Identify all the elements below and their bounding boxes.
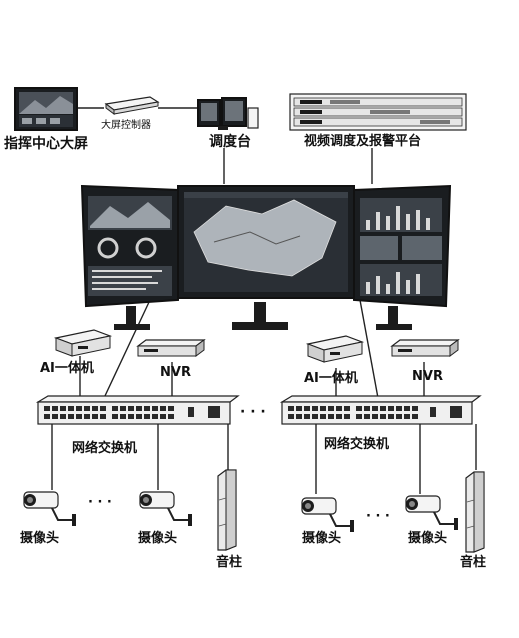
speaker-left-label: 音柱 (216, 554, 242, 570)
network-switch-left-label: 网络交换机 (72, 440, 137, 456)
camera-4-icon (405, 495, 458, 530)
speaker-column-left-icon (217, 469, 237, 551)
dispatch-desk-label: 调度台 (209, 133, 251, 150)
curved-monitor-wall (80, 184, 452, 330)
video-platform-label: 视频调度及报警平台 (304, 133, 421, 149)
ai-box-left-label: AI一体机 (40, 360, 94, 376)
video-platform-server-rack (289, 93, 467, 131)
network-switch-right-device (279, 395, 482, 425)
camera-ellipsis-right: · · · (366, 509, 390, 524)
ai-box-right-label: AI一体机 (304, 370, 358, 386)
camera-2-label: 摄像头 (138, 530, 177, 546)
network-switch-left-device (35, 395, 240, 425)
command-center-screen-image (14, 87, 78, 131)
link-monitor-switch-right (359, 299, 379, 399)
speaker-column-right-icon (465, 471, 485, 553)
camera-2-icon (139, 491, 192, 526)
nvr-left-device (136, 339, 206, 357)
dispatch-desk-image (197, 97, 259, 130)
ai-box-left-device (53, 329, 113, 357)
nvr-right-device (390, 339, 460, 357)
screen-controller-device (104, 96, 160, 115)
camera-1-icon (23, 491, 76, 526)
network-switch-right-label: 网络交换机 (324, 436, 389, 452)
nvr-left-label: NVR (160, 365, 191, 380)
ai-box-right-device (305, 335, 365, 363)
screen-controller-label: 大屏控制器 (101, 118, 151, 131)
camera-1-label: 摄像头 (20, 530, 59, 546)
command-center-screen-label: 指挥中心大屏 (4, 135, 88, 152)
switch-ellipsis: · · · (240, 404, 266, 420)
nvr-right-label: NVR (412, 369, 443, 384)
link-monitor-switch-left (103, 299, 151, 399)
connection-lines (51, 107, 477, 494)
camera-4-label: 摄像头 (408, 530, 447, 546)
camera-ellipsis-left: · · · (88, 495, 112, 510)
camera-3-icon (301, 497, 354, 532)
camera-3-label: 摄像头 (302, 530, 341, 546)
speaker-right-label: 音柱 (460, 554, 486, 570)
